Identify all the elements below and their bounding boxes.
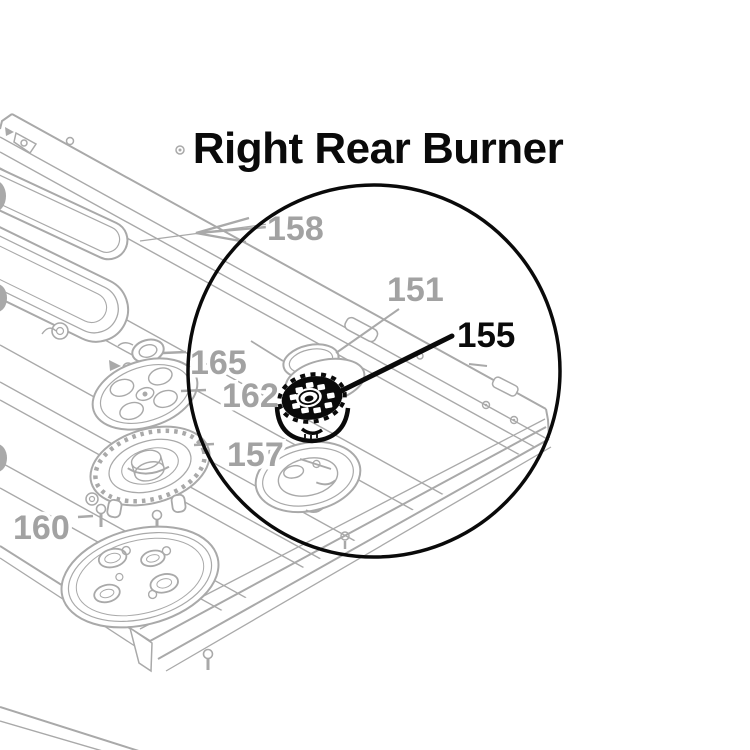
left-front-burner-gear [85, 425, 211, 531]
part-label-157: 157 [227, 436, 284, 474]
rail-bracket [344, 316, 379, 343]
screw [95, 503, 107, 515]
cooktop-edges [0, 113, 552, 750]
burner-ports [289, 381, 335, 414]
part-label-151: 151 [387, 271, 444, 309]
left-lower-burner-base [60, 525, 220, 629]
left-oblong-covers [0, 151, 130, 343]
cooktop-line-art [0, 113, 552, 750]
screw-dot [271, 450, 275, 454]
part-label-155: 155 [457, 316, 515, 355]
screw [481, 400, 491, 410]
gray-part-labels: 158 151 165 162 157 160 [10, 207, 448, 551]
dash-160 [77, 514, 94, 519]
leader-157 [299, 458, 332, 470]
diagram-title: Right Rear Burner [193, 124, 564, 173]
screw [268, 447, 278, 457]
leader-151 [335, 308, 400, 354]
highlighted-burner-head-155 [274, 333, 455, 444]
screw [340, 531, 350, 541]
back-rail-hardware [5, 127, 185, 155]
leader-165 [250, 340, 284, 362]
dash-165 [162, 350, 187, 355]
part-label-162: 162 [222, 377, 279, 415]
center-burner-base [254, 440, 362, 514]
burner-skirt [274, 406, 351, 444]
screw [509, 415, 519, 425]
highlight-circle [186, 183, 562, 559]
part-label-158: 158 [267, 210, 324, 248]
left-burner-base [91, 357, 199, 431]
part-label-160: 160 [13, 509, 70, 547]
arrowhead-158 [195, 216, 250, 244]
dash-ring [468, 363, 488, 367]
part-label-165: 165 [190, 344, 247, 382]
dash-162 [180, 388, 207, 393]
screw [202, 648, 214, 660]
rail-bracket [491, 376, 519, 397]
leader-line-155 [338, 333, 455, 394]
